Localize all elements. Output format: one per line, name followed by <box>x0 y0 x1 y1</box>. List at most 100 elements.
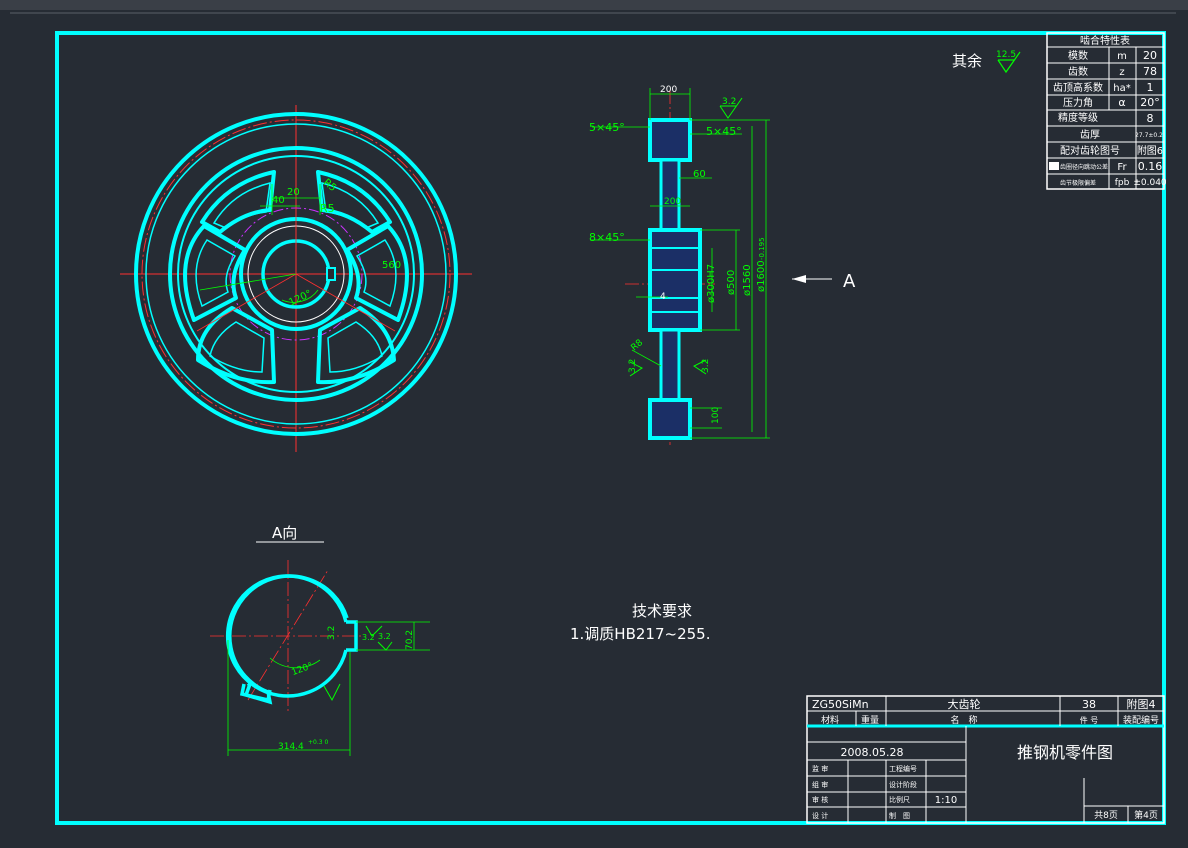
spoke-hole-4 <box>196 306 276 385</box>
tb-role-1: 组 审 <box>812 780 828 789</box>
spoke-hole-6 <box>200 170 276 234</box>
tb-material: ZG50SiMn <box>812 698 869 711</box>
meshing-table: 啮合特性表 模数 m 20 齿数 z 78 齿顶高系数 ha* 1 压力角 α … <box>1046 32 1167 190</box>
svg-text:3.2: 3.2 <box>722 97 736 107</box>
tb-sheet-no: 第4页 <box>1134 809 1158 821</box>
mt-row8-symbol: fpb <box>1115 178 1130 188</box>
section-rim-bottom <box>648 398 692 440</box>
tb-h-weight: 重量 <box>861 714 879 726</box>
mt-row4-name: 精度等级 <box>1058 111 1098 124</box>
section-hub <box>648 228 702 332</box>
window-top-bar <box>0 0 1188 10</box>
tb-h-name: 名 称 <box>950 714 977 726</box>
tb-drawing-title: 推钢机零件图 <box>1017 743 1113 762</box>
view-a-circle <box>225 574 348 698</box>
tb-role-0: 监 审 <box>812 764 828 773</box>
tb-field-0: 工程编号 <box>889 764 917 773</box>
tb-field-2: 比例尺 <box>889 795 910 804</box>
spoke-hole-1 <box>316 170 392 234</box>
view-a-title: A向 <box>272 524 297 542</box>
keyway-front <box>326 267 336 281</box>
section-dim-tip: ø1600 <box>756 260 767 292</box>
mt-row5-value: 27.7±0.2 <box>1135 132 1163 139</box>
view-a-finish-1: 3.2 <box>362 625 383 642</box>
tb-h-material: 材料 <box>821 714 839 726</box>
front-dim-40: 40 <box>272 195 285 206</box>
section-dim-4: 4 <box>660 292 666 302</box>
spoke-hole-2-inner <box>355 239 397 308</box>
front-dim-r5: R5 <box>320 202 335 215</box>
view-a: A向 120° 70.2 3.2 3.2 3.2 <box>210 524 430 756</box>
tb-part-name: 大齿轮 <box>948 697 981 711</box>
tb-field-1: 设计阶段 <box>889 780 917 789</box>
svg-text:3.2: 3.2 <box>362 633 375 642</box>
view-a-dim-314-tol: +0.3 0 <box>308 739 328 746</box>
mt-row3-value: 20° <box>1140 96 1160 109</box>
mt-row0-name: 模数 <box>1068 49 1088 62</box>
mt-row1-name: 齿数 <box>1068 65 1088 78</box>
section-dim-60: 60 <box>693 169 706 180</box>
tb-date: 2008.05.28 <box>841 746 904 759</box>
view-a-keyway-2 <box>239 683 272 703</box>
tech-req-item1: 1.调质HB217~255. <box>570 625 710 643</box>
section-dim-hub: ø500 <box>726 270 737 295</box>
section-dim-100: 100 <box>711 407 721 424</box>
section-dim-bore: ø300H7 <box>706 264 717 303</box>
tb-sheets-total: 共8页 <box>1094 810 1118 821</box>
mt-row5-name: 齿厚 <box>1080 129 1100 141</box>
gear-tip-circle <box>134 112 458 436</box>
spoke-hole-5 <box>183 224 247 322</box>
finish-symbol-top: 3.2 <box>719 97 743 119</box>
mt-row7-name: 齿圈径向跳动公差 <box>1060 163 1108 171</box>
section-chamfer-top: 5×45° <box>589 121 625 134</box>
view-a-dim-120: 120° <box>291 661 315 678</box>
mt-row2-symbol: ha* <box>1113 83 1130 94</box>
mt-row1-symbol: z <box>1119 67 1124 78</box>
mt-row8-value: ±0.040 <box>1133 178 1167 188</box>
svg-text:3.2: 3.2 <box>701 359 711 373</box>
section-chamfer-mid: 8×45° <box>589 231 625 244</box>
gear-root-circle <box>145 123 447 425</box>
section-chamfer-top-right: 5×45° <box>706 125 742 138</box>
mt-row0-symbol: m <box>1117 51 1127 62</box>
meshing-table-title: 啮合特性表 <box>1080 34 1130 47</box>
gear-section-view: 200 200 5×45° 5×45° 8×45° 60 4 ø300H7 ø5… <box>589 85 770 445</box>
mt-row2-value: 1 <box>1147 81 1154 94</box>
section-dim-tip-tol: -0.195 <box>758 237 766 260</box>
section-dim-200-top: 200 <box>660 85 677 95</box>
mt-row7-value: 0.16 <box>1138 160 1163 173</box>
section-web-bottom <box>659 328 681 402</box>
section-dim-r8: R8 <box>630 338 646 354</box>
mt-row3-symbol: α <box>1118 96 1125 109</box>
svg-text:3.2: 3.2 <box>378 632 391 641</box>
svg-text:12.5: 12.5 <box>996 50 1016 60</box>
surface-finish-symbol: 12.5 <box>996 50 1021 74</box>
tb-role-2: 审 核 <box>812 795 828 804</box>
spoke-hole-1-inner <box>321 182 380 229</box>
view-arrow-a-label: A <box>843 271 856 292</box>
mt-row7-symbol: Fr <box>1117 162 1127 173</box>
spoke-hole-6-inner <box>212 182 271 229</box>
rim-inner-circle <box>168 146 424 402</box>
view-a-dim-70: 70.2 <box>405 630 415 650</box>
finish-symbol-right: 3.2 <box>693 359 711 375</box>
tb-quantity: 38 <box>1082 698 1096 711</box>
section-web-top <box>659 158 681 232</box>
tb-role-3: 设 计 <box>812 811 828 820</box>
view-a-keyway <box>346 620 358 652</box>
drawing-canvas: 其余 12.5 啮合特性表 模数 m 20 齿数 <box>10 12 1176 825</box>
spoke-hole-2 <box>345 224 409 322</box>
mt-row3-name: 压力角 <box>1063 96 1093 109</box>
finish-symbol-left: 3.2 <box>628 359 643 377</box>
tb-ref: 附图4 <box>1127 697 1156 711</box>
view-a-finish-2: 3.2 <box>377 632 393 651</box>
gear-pitch-circle <box>141 119 451 429</box>
surface-finish-label: 其余 <box>952 52 982 70</box>
tb-scale: 1:10 <box>935 795 957 806</box>
front-dim-20: 20 <box>287 187 300 198</box>
gear-front-view: 20 40 R5 R5 560 120° <box>120 105 472 452</box>
spoke-hole-5-inner <box>195 239 237 308</box>
tb-field-3: 制 图 <box>889 811 910 820</box>
mt-row2-name: 齿顶高系数 <box>1053 81 1103 94</box>
